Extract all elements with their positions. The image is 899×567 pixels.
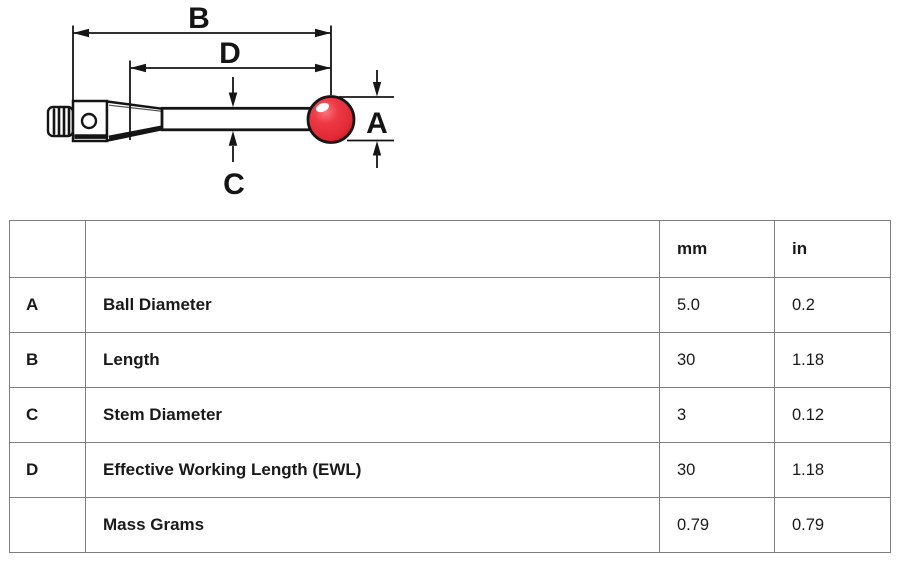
header-key-cell	[9, 220, 86, 278]
stylus-body	[46, 95, 356, 144]
stem	[160, 106, 314, 132]
row-key	[9, 497, 86, 553]
row-label: Length	[85, 332, 660, 388]
stylus-spec-table: mm in A Ball Diameter 5.0 0.2 B Length 3…	[9, 220, 891, 553]
dimension-label-b: B	[188, 2, 210, 35]
dimension-b	[72, 25, 332, 100]
dimension-c	[228, 77, 238, 162]
header-label-cell	[85, 220, 660, 278]
table-row-length: B Length 30 1.18	[9, 332, 891, 388]
holder-hole-icon	[80, 112, 98, 130]
row-in: 0.79	[774, 497, 891, 553]
dimension-label-c: C	[223, 168, 245, 201]
row-label: Effective Working Length (EWL)	[85, 442, 660, 498]
header-in-cell: in	[774, 220, 891, 278]
row-key: D	[9, 442, 86, 498]
thread-section-icon	[46, 105, 75, 138]
table-row-stem-diameter: C Stem Diameter 3 0.12	[9, 387, 891, 443]
row-in: 1.18	[774, 442, 891, 498]
dimension-d	[129, 60, 331, 140]
row-mm: 3	[659, 387, 775, 443]
dimension-label-d: D	[219, 37, 241, 70]
row-mm: 30	[659, 442, 775, 498]
row-in: 1.18	[774, 332, 891, 388]
row-key: C	[9, 387, 86, 443]
holder-block	[71, 99, 109, 143]
header-mm-cell: mm	[659, 220, 775, 278]
row-in: 0.12	[774, 387, 891, 443]
table-row-ball-diameter: A Ball Diameter 5.0 0.2	[9, 277, 891, 333]
dimension-a	[339, 70, 394, 168]
row-key: B	[9, 332, 86, 388]
dimension-label-a: A	[366, 107, 388, 140]
row-mm: 0.79	[659, 497, 775, 553]
table-header-row: mm in	[9, 220, 891, 278]
ruby-ball-icon	[306, 95, 356, 144]
row-mm: 5.0	[659, 277, 775, 333]
stylus-dimension-diagram: B D C A	[46, 2, 394, 201]
taper-cone	[105, 100, 164, 143]
row-label: Stem Diameter	[85, 387, 660, 443]
row-key: A	[9, 277, 86, 333]
row-in: 0.2	[774, 277, 891, 333]
table-row-mass-grams: Mass Grams 0.79 0.79	[9, 497, 891, 553]
row-label: Mass Grams	[85, 497, 660, 553]
row-mm: 30	[659, 332, 775, 388]
table-row-ewl: D Effective Working Length (EWL) 30 1.18	[9, 442, 891, 498]
row-label: Ball Diameter	[85, 277, 660, 333]
